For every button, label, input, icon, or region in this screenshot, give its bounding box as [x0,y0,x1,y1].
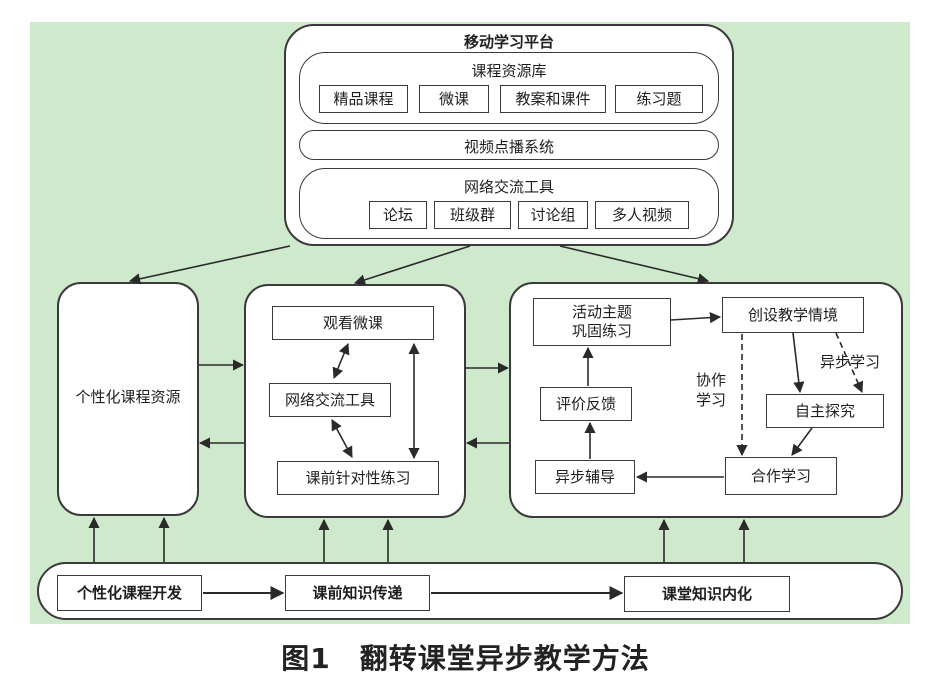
activity-theme-box: 活动主题 巩固练习 [533,298,671,346]
personalized-resources-panel [57,282,199,516]
discussion-group-box: 讨论组 [518,201,588,229]
async-tutoring-box: 异步辅导 [535,460,635,494]
cooperative-learning-box: 合作学习 [725,457,837,495]
multi-video-box: 多人视频 [595,201,689,229]
watch-micro-lesson-box: 观看微课 [272,306,434,340]
inquiry-to-coop-arrow [791,427,813,456]
collaborative-learning-label: 协作 学习 [696,371,727,409]
create-to-inquiry-dashed-arrow [835,332,864,394]
independent-inquiry-box: 自主探究 [766,394,884,428]
figure-caption: 图1 翻转课堂异步教学方法 [281,642,650,675]
lesson-plans-box: 教案和课件 [500,85,606,113]
vod-label: 视频点播系统 [463,138,554,156]
network-tools-box: 网络交流工具 [269,383,391,417]
micro-lesson-box: 微课 [419,85,489,113]
video-on-demand-system [299,130,719,160]
create-situation-box: 创设教学情境 [722,297,864,333]
async-learning-label: 异步学习 [820,353,881,371]
exercises-box: 练习题 [615,85,703,113]
network-tools-title: 网络交流工具 [463,178,554,196]
evaluation-feedback-box: 评价反馈 [540,387,632,421]
create-to-inquiry-arrow [792,332,805,394]
class-group-box: 班级群 [434,201,511,229]
quality-courses-box: 精品课程 [319,85,408,113]
pre-class-transfer-box: 课前知识传递 [285,575,430,611]
personalized-resources-label: 个性化课程资源 [75,388,181,406]
platform-title: 移动学习平台 [463,33,554,51]
platform-to-left-arrow [128,245,291,285]
course-development-box: 个性化课程开发 [57,575,202,611]
forum-box: 论坛 [369,201,427,229]
watch-tools-arrow [332,342,350,380]
course-library-title: 课程资源库 [471,62,547,80]
targeted-practice-box: 课前针对性练习 [277,461,439,495]
platform-to-mid-arrow [353,245,471,286]
activity-to-create-arrow [670,312,722,324]
tools-practice-arrow [331,419,353,458]
platform-to-right-arrow [559,245,710,285]
in-class-internalization-box: 课堂知识内化 [624,576,790,612]
